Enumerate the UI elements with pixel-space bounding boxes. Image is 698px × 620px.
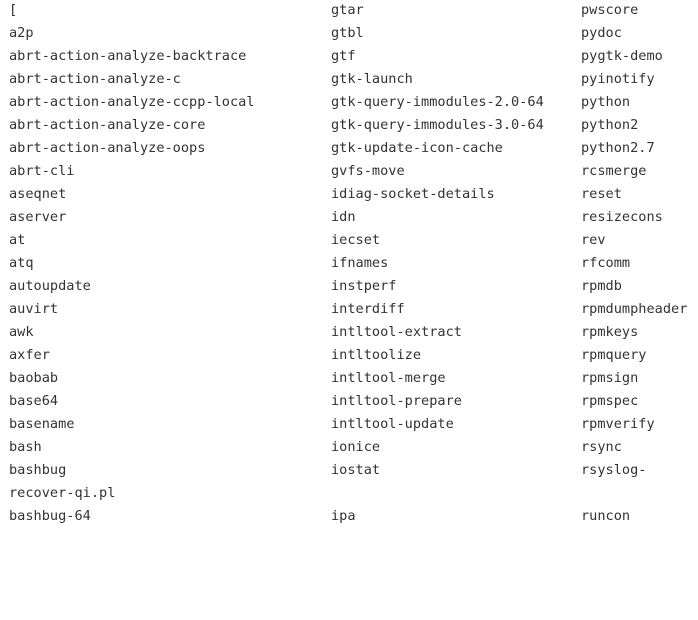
listing-entry: runcon — [581, 508, 631, 524]
listing-row: aserver idn resizecons — [0, 206, 698, 229]
listing-entry: rsyslog- — [581, 462, 647, 478]
listing-entry: intltool-extract — [331, 324, 462, 340]
listing-entry: reset — [581, 186, 622, 202]
listing-row: abrt-action-analyze-backtrace gtf pygtk-… — [0, 45, 698, 68]
listing-entry: baobab — [9, 370, 59, 386]
listing-row: abrt-cli gvfs-move rcsmerge — [0, 160, 698, 183]
listing-entry: auvirt — [9, 301, 59, 317]
listing-row: abrt-action-analyze-c gtk-launch pyinoti… — [0, 68, 698, 91]
listing-entry: abrt-action-analyze-oops — [9, 140, 206, 156]
listing-entry: instperf — [331, 278, 397, 294]
listing-entry: recover-qi.pl — [9, 485, 116, 501]
listing-row: atq ifnames rfcomm — [0, 252, 698, 275]
listing-row: auvirt interdiff rpmdumpheader — [0, 298, 698, 321]
listing-entry: gtk-launch — [331, 71, 413, 87]
listing-entry: iecset — [331, 232, 381, 248]
listing-entry: abrt-action-analyze-core — [9, 117, 206, 133]
listing-entry: gtf — [331, 48, 356, 64]
listing-entry: abrt-action-analyze-backtrace — [9, 48, 247, 64]
listing-entry: gtk-query-immodules-2.0-64 — [331, 94, 544, 110]
listing-entry: ionice — [331, 439, 381, 455]
listing-entry: intltool-update — [331, 416, 454, 432]
listing-entry: rev — [581, 232, 606, 248]
listing-entry: intltoolize — [331, 347, 422, 363]
listing-row: base64 intltool-prepare rpmspec — [0, 390, 698, 413]
listing-row: bashbug iostat rsyslog- — [0, 459, 698, 482]
listing-entry: aseqnet — [9, 186, 67, 202]
listing-entry: pwscore — [581, 2, 639, 18]
listing-entry: awk — [9, 324, 34, 340]
listing-entry: pygtk-demo — [581, 48, 663, 64]
listing-entry: gtk-query-immodules-3.0-64 — [331, 117, 544, 133]
listing-entry: basename — [9, 416, 75, 432]
listing-row: basename intltool-update rpmverify — [0, 413, 698, 436]
listing-entry: gtbl — [331, 25, 364, 41]
listing-entry: atq — [9, 255, 34, 271]
listing-entry: autoupdate — [9, 278, 91, 294]
listing-entry: rsync — [581, 439, 622, 455]
listing-row: [ gtar pwscore — [0, 0, 698, 22]
listing-row: axfer intltoolize rpmquery — [0, 344, 698, 367]
listing-entry: rpmdb — [581, 278, 622, 294]
listing-entry: [ — [9, 2, 18, 18]
listing-entry: ifnames — [331, 255, 389, 271]
listing-entry: bashbug-64 — [9, 508, 91, 524]
listing-entry: abrt-action-analyze-c — [9, 71, 181, 87]
listing-entry: abrt-action-analyze-ccpp-local — [9, 94, 255, 110]
listing-entry: rpmdumpheader — [581, 301, 688, 317]
listing-entry: rfcomm — [581, 255, 631, 271]
listing-entry: pydoc — [581, 25, 622, 41]
listing-entry: intltool-prepare — [331, 393, 462, 409]
listing-entry: python2.7 — [581, 140, 655, 156]
listing-entry: interdiff — [331, 301, 405, 317]
listing-entry: aserver — [9, 209, 67, 225]
listing-entry: bashbug — [9, 462, 67, 478]
listing-row: abrt-action-analyze-ccpp-local gtk-query… — [0, 91, 698, 114]
listing-entry: rpmverify — [581, 416, 655, 432]
listing-entry: python — [581, 94, 631, 110]
listing-entry: at — [9, 232, 26, 248]
listing-entry: iostat — [331, 462, 381, 478]
listing-entry: resizecons — [581, 209, 663, 225]
listing-row: aseqnet idiag-socket-details reset — [0, 183, 698, 206]
listing-entry: abrt-cli — [9, 163, 75, 179]
listing-row: bash ionice rsync — [0, 436, 698, 459]
listing-entry: rpmkeys — [581, 324, 639, 340]
listing-row-wrapped: recover-qi.pl — [0, 482, 698, 505]
listing-entry: rpmquery — [581, 347, 647, 363]
listing-entry: axfer — [9, 347, 50, 363]
listing-entry: rpmspec — [581, 393, 639, 409]
listing-entry: gvfs-move — [331, 163, 405, 179]
listing-entry: gtk-update-icon-cache — [331, 140, 503, 156]
terminal-output: [ gtar pwscore a2p gtbl pydoc abrt-actio… — [0, 0, 698, 528]
listing-entry: a2p — [9, 25, 34, 41]
listing-entry: pyinotify — [581, 71, 655, 87]
listing-entry: python2 — [581, 117, 639, 133]
listing-row: a2p gtbl pydoc — [0, 22, 698, 45]
listing-row: bashbug-64 ipa runcon — [0, 505, 698, 528]
listing-entry: intltool-merge — [331, 370, 446, 386]
listing-row: baobab intltool-merge rpmsign — [0, 367, 698, 390]
listing-entry: rcsmerge — [581, 163, 647, 179]
listing-entry: ipa — [331, 508, 356, 524]
listing-entry: idiag-socket-details — [331, 186, 495, 202]
listing-entry: bash — [9, 439, 42, 455]
listing-entry: rpmsign — [581, 370, 639, 386]
listing-row: autoupdate instperf rpmdb — [0, 275, 698, 298]
listing-row: abrt-action-analyze-core gtk-query-immod… — [0, 114, 698, 137]
listing-row: at iecset rev — [0, 229, 698, 252]
listing-row: awk intltool-extract rpmkeys — [0, 321, 698, 344]
listing-row: abrt-action-analyze-oops gtk-update-icon… — [0, 137, 698, 160]
listing-entry: idn — [331, 209, 356, 225]
listing-entry: gtar — [331, 2, 364, 18]
listing-entry: base64 — [9, 393, 59, 409]
